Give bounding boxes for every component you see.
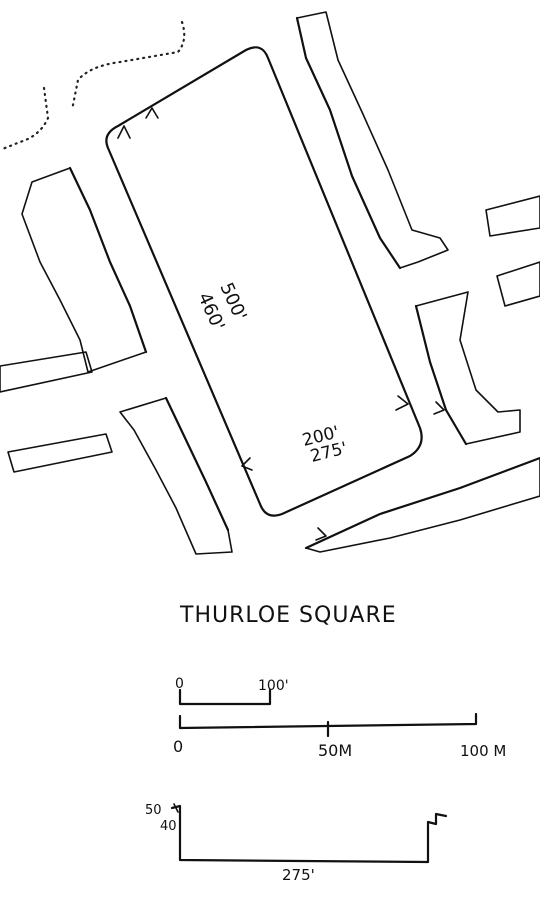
diagram-title: THURLOE SQUARE xyxy=(179,603,397,628)
metric-scale-end-label: 100 M xyxy=(460,742,506,760)
section-width-label: 275' xyxy=(282,866,315,884)
feet-scale-end-label: 100' xyxy=(258,678,289,694)
dotted-paths xyxy=(0,20,186,152)
metric-scale-bar xyxy=(178,712,478,738)
building-block-west-1 xyxy=(21,166,148,373)
building-block-east-1 xyxy=(485,195,540,237)
building-block-north-east xyxy=(295,11,449,270)
building-block-south-west-2 xyxy=(119,396,233,555)
metric-scale-mid-label: 50M xyxy=(318,741,352,760)
building-block-east-3 xyxy=(414,291,521,446)
section-profile xyxy=(170,803,448,864)
feet-scale-start-label: 0 xyxy=(175,676,184,692)
building-block-east-2 xyxy=(496,261,540,307)
section-height-label-1: 50 xyxy=(145,803,162,818)
square-outline xyxy=(105,46,445,541)
building-block-south-east xyxy=(304,456,540,553)
section-height-label-2: 40 xyxy=(160,819,177,834)
building-block-south-west-1 xyxy=(7,433,113,473)
metric-scale-start-label: 0 xyxy=(173,737,183,756)
building-block-west-2 xyxy=(0,351,93,393)
feet-scale-bar xyxy=(178,688,272,706)
